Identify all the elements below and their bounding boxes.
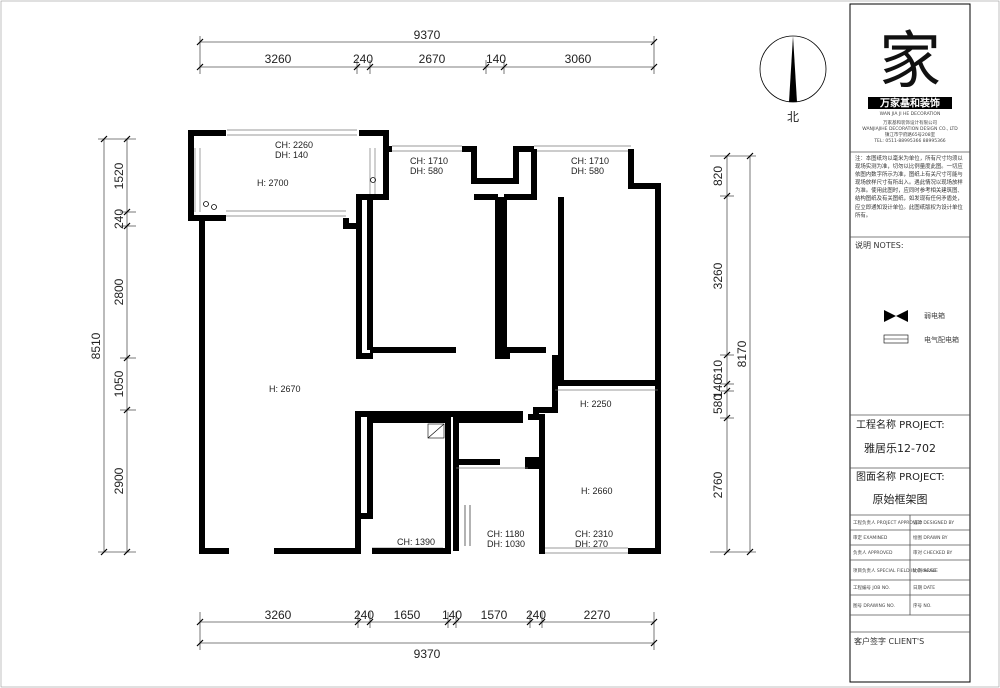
dim-bottom-1: 3260	[265, 608, 292, 622]
row-6-right: 序号 NO.	[913, 602, 932, 609]
windows	[194, 129, 631, 554]
bedroom-c-ch: CH: 2310	[575, 529, 613, 539]
notes-body: 注：本图纸均以毫米为单位，所有尺寸均须以现场实测为准，切勿以比例量度此图。一切应…	[855, 156, 963, 219]
weak-current-box-icon	[884, 310, 908, 322]
dim-left-3: 2800	[112, 278, 126, 305]
balcony-h: H: 2700	[257, 178, 289, 188]
row-2-left: 审定 EXAMINED	[853, 534, 888, 541]
dim-bottom-4: 140	[442, 608, 462, 622]
dim-top-total: 9370	[414, 28, 441, 42]
notes-label: 说明 NOTES:	[855, 240, 904, 250]
row-1-left: 工程负责人 PROJECT APPROVED	[853, 519, 923, 526]
top-dimensions: 9370 3260 240 2670 140 3060	[196, 28, 658, 74]
row-1-right: 设计 DESIGNED BY	[913, 519, 954, 526]
dim-bottom-total: 9370	[414, 647, 441, 661]
dim-left-1: 1520	[112, 162, 126, 189]
row-5-left: 工程编号 JOB NO.	[853, 584, 890, 591]
bath-ch: CH: 1180	[487, 529, 524, 539]
row-2-right: 绘图 DRAWN BY	[913, 534, 948, 541]
dim-bottom-7: 2270	[584, 608, 611, 622]
client-signature-label: 客户签字 CLIENT'S	[854, 636, 924, 646]
company-logo-bar	[868, 97, 952, 109]
dim-right-5: 580	[711, 394, 725, 414]
dim-left-total: 8510	[89, 332, 103, 359]
living-h: H: 2670	[269, 384, 301, 394]
row-5-right: 日期 DATE	[913, 585, 935, 591]
bedroom-c-dh: DH: 270	[575, 539, 608, 549]
bottom-dimensions: 3260 240 1650 140 1570 240 2270 9370	[196, 608, 658, 661]
drawing-name: 原始框架图	[873, 492, 928, 506]
balcony-dh: DH: 140	[275, 150, 308, 160]
row-4-right: 比例 SCALE	[913, 567, 938, 574]
title-block: 家 万家基和装饰 WAN JIA JI HE DECORATION 万家基和装饰…	[849, 3, 971, 683]
room-h2250: H: 2250	[580, 399, 612, 409]
dim-top-5: 3060	[565, 52, 592, 66]
bedroom-b-ch: CH: 1710	[571, 156, 609, 166]
walls	[188, 130, 661, 554]
dim-top-2: 240	[353, 52, 373, 66]
company-name: 万家基和装饰	[879, 97, 940, 110]
dim-top-3: 2670	[419, 52, 446, 66]
dim-right-total: 8170	[735, 340, 749, 367]
bath-dh: DH: 1030	[487, 539, 525, 549]
dim-right-1: 820	[711, 166, 725, 186]
balcony-ch: CH: 2260	[275, 140, 313, 150]
north-compass: 北	[759, 35, 827, 124]
dim-bottom-6: 240	[526, 608, 546, 622]
balcony-fixtures	[203, 177, 658, 546]
compass-label: 北	[787, 110, 799, 124]
bedroom-a-dh: DH: 580	[410, 166, 443, 176]
company-tel: TEL: 0511-88995366 88995366	[873, 138, 945, 144]
title-block-frame	[849, 3, 971, 683]
company-address: 镇江市学府路65号208室	[885, 131, 936, 138]
dim-right-6: 2760	[711, 471, 725, 498]
dim-right-2: 3260	[711, 262, 725, 289]
dim-bottom-5: 1570	[481, 608, 508, 622]
title-rows: 工程负责人 PROJECT APPROVED 设计 DESIGNED BY 审定…	[853, 519, 954, 609]
dim-left-2: 240	[112, 209, 126, 229]
company-cn-small: 万家基和装饰设计有限公司	[883, 119, 937, 126]
project-label: 工程名称 PROJECT:	[856, 418, 945, 431]
right-dimensions: 820 3260 610 140 580 2760 8170	[710, 152, 756, 556]
legend-distribution: 电气配电箱	[924, 335, 959, 344]
company-en: WAN JIA JI HE DECORATION	[880, 111, 941, 117]
drawing-label: 图面名称 PROJECT:	[856, 470, 945, 483]
dim-left-4: 1050	[112, 370, 126, 397]
room-h2660: H: 2660	[581, 486, 613, 496]
notes-body-wrap: 注：本图纸均以毫米为单位，所有尺寸均须以现场实测为准，切勿以比例量度此图。一切应…	[855, 156, 963, 219]
company-logo-glyph: 家	[879, 24, 941, 97]
dim-right-4: 140	[711, 378, 725, 398]
dim-right-3: 610	[711, 360, 725, 380]
kitchen-ch: CH: 1390	[397, 537, 435, 547]
row-4-left: 项目负责人 SPECIAL FIELD IN CHARGE	[853, 567, 936, 574]
dim-left-5: 2900	[112, 467, 126, 494]
left-dimensions: 8510 1520 240 2800 1050 2900	[89, 135, 136, 556]
dim-bottom-3: 1650	[394, 608, 421, 622]
bedroom-a-ch: CH: 1710	[410, 156, 448, 166]
row-3-right: 审对 CHECKED BY	[913, 549, 952, 556]
dim-bottom-2: 240	[354, 608, 374, 622]
legend-weak-current: 弱电箱	[924, 311, 945, 320]
dim-top-1: 3260	[265, 52, 292, 66]
row-6-left: 图号 DRAWING NO.	[853, 603, 895, 609]
bedroom-b-dh: DH: 580	[571, 166, 604, 176]
dim-top-4: 140	[486, 52, 506, 66]
room-labels: CH: 2260 DH: 140 H: 2700 CH: 1710 DH: 58…	[257, 140, 613, 549]
project-name: 雅居乐12-702	[864, 441, 936, 455]
company-en-small: WANJIAJIHE DECORATION DESIGN CO., LTD	[862, 126, 958, 132]
row-3-left: 负责人 APPROVED	[853, 549, 893, 556]
